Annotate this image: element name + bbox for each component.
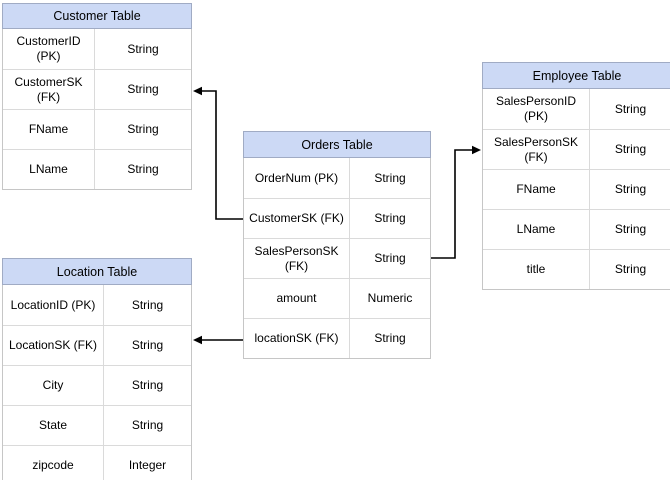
table-row[interactable]: CustomerSK (FK) String <box>3 69 191 109</box>
table-title: Orders Table <box>301 137 373 152</box>
field-name-cell: FName <box>483 170 590 209</box>
field-type-cell: String <box>127 82 159 96</box>
connector-orders-to-customer[interactable] <box>193 86 243 220</box>
connector-orders-to-location[interactable] <box>193 335 243 345</box>
field-type-cell: String <box>127 122 159 136</box>
field-type-cell: String <box>131 418 164 432</box>
field-type-cell: String <box>614 222 647 236</box>
field-name-cell: LocationID (PK) <box>3 285 104 325</box>
field-name-cell: SalesPersonID (PK) <box>483 89 590 129</box>
field-name-cell: City <box>3 366 104 405</box>
table-row[interactable]: City String <box>3 365 191 405</box>
table-title: Location Table <box>56 264 138 279</box>
field-type-cell: String <box>374 251 406 265</box>
field-name-cell: FName <box>3 110 95 149</box>
table-row[interactable]: LocationSK (FK) String <box>3 325 191 365</box>
field-type-cell: Integer <box>128 458 167 472</box>
field-name-cell: OrderNum (PK) <box>244 158 350 198</box>
table-title: Employee Table <box>532 68 622 83</box>
table-location-header[interactable]: Location Table <box>2 258 192 285</box>
field-name-cell: CustomerSK (FK) <box>3 70 95 109</box>
field-name-cell: zipcode <box>3 446 104 480</box>
connector-orders-to-employee[interactable] <box>431 145 481 259</box>
field-type-cell: String <box>614 262 647 276</box>
field-type-cell: String <box>614 182 647 196</box>
table-row[interactable]: LName String <box>483 209 670 249</box>
field-type-cell: String <box>127 41 159 56</box>
table-row[interactable]: CustomerID (PK) String <box>3 29 191 69</box>
table-row[interactable]: locationSK (FK) String <box>244 318 430 358</box>
field-name-cell: locationSK (FK) <box>244 319 350 358</box>
table-row[interactable]: State String <box>3 405 191 445</box>
table-employee-header[interactable]: Employee Table <box>482 62 670 89</box>
table-row[interactable]: zipcode Integer <box>3 445 191 480</box>
arrowhead-left-icon <box>193 86 202 96</box>
field-type-cell: Numeric <box>367 291 413 305</box>
table-row[interactable]: LocationID (PK) String <box>3 285 191 325</box>
field-name-cell: LName <box>3 150 95 189</box>
table-title: Customer Table <box>53 9 141 23</box>
field-name-cell: amount <box>244 279 350 318</box>
table-row[interactable]: amount Numeric <box>244 278 430 318</box>
table-row[interactable]: SalesPersonID (PK) String <box>483 89 670 129</box>
table-row[interactable]: FName String <box>483 169 670 209</box>
field-name-cell: State <box>3 406 104 445</box>
field-name-cell: SalesPersonSK (FK) <box>483 130 590 169</box>
table-row[interactable]: LName String <box>3 149 191 189</box>
field-type-cell: String <box>131 297 164 312</box>
table-row[interactable]: title String <box>483 249 670 289</box>
field-type-cell: String <box>614 142 647 156</box>
field-type-cell: String <box>131 338 164 352</box>
field-name-cell: SalesPersonSK (FK) <box>244 239 350 278</box>
table-orders-header[interactable]: Orders Table <box>243 131 431 158</box>
field-type-cell: String <box>374 211 406 225</box>
field-name-cell: title <box>483 250 590 289</box>
table-row[interactable]: OrderNum (PK) String <box>244 158 430 198</box>
field-type-cell: String <box>614 101 647 116</box>
arrowhead-left-icon <box>193 335 202 345</box>
table-customer-header[interactable]: Customer Table <box>2 3 192 29</box>
field-type-cell: String <box>131 378 164 392</box>
field-name-cell: CustomerID (PK) <box>3 29 95 69</box>
field-name-cell: LName <box>483 210 590 249</box>
field-name-cell: CustomerSK (FK) <box>244 199 350 238</box>
table-row[interactable]: SalesPersonSK (FK) String <box>244 238 430 278</box>
arrowhead-right-icon <box>472 145 481 155</box>
field-type-cell: String <box>127 162 159 176</box>
field-type-cell: String <box>374 331 406 345</box>
table-row[interactable]: CustomerSK (FK) String <box>244 198 430 238</box>
table-row[interactable]: SalesPersonSK (FK) String <box>483 129 670 169</box>
table-row[interactable]: FName String <box>3 109 191 149</box>
field-type-cell: String <box>374 170 406 185</box>
field-name-cell: LocationSK (FK) <box>3 326 104 365</box>
